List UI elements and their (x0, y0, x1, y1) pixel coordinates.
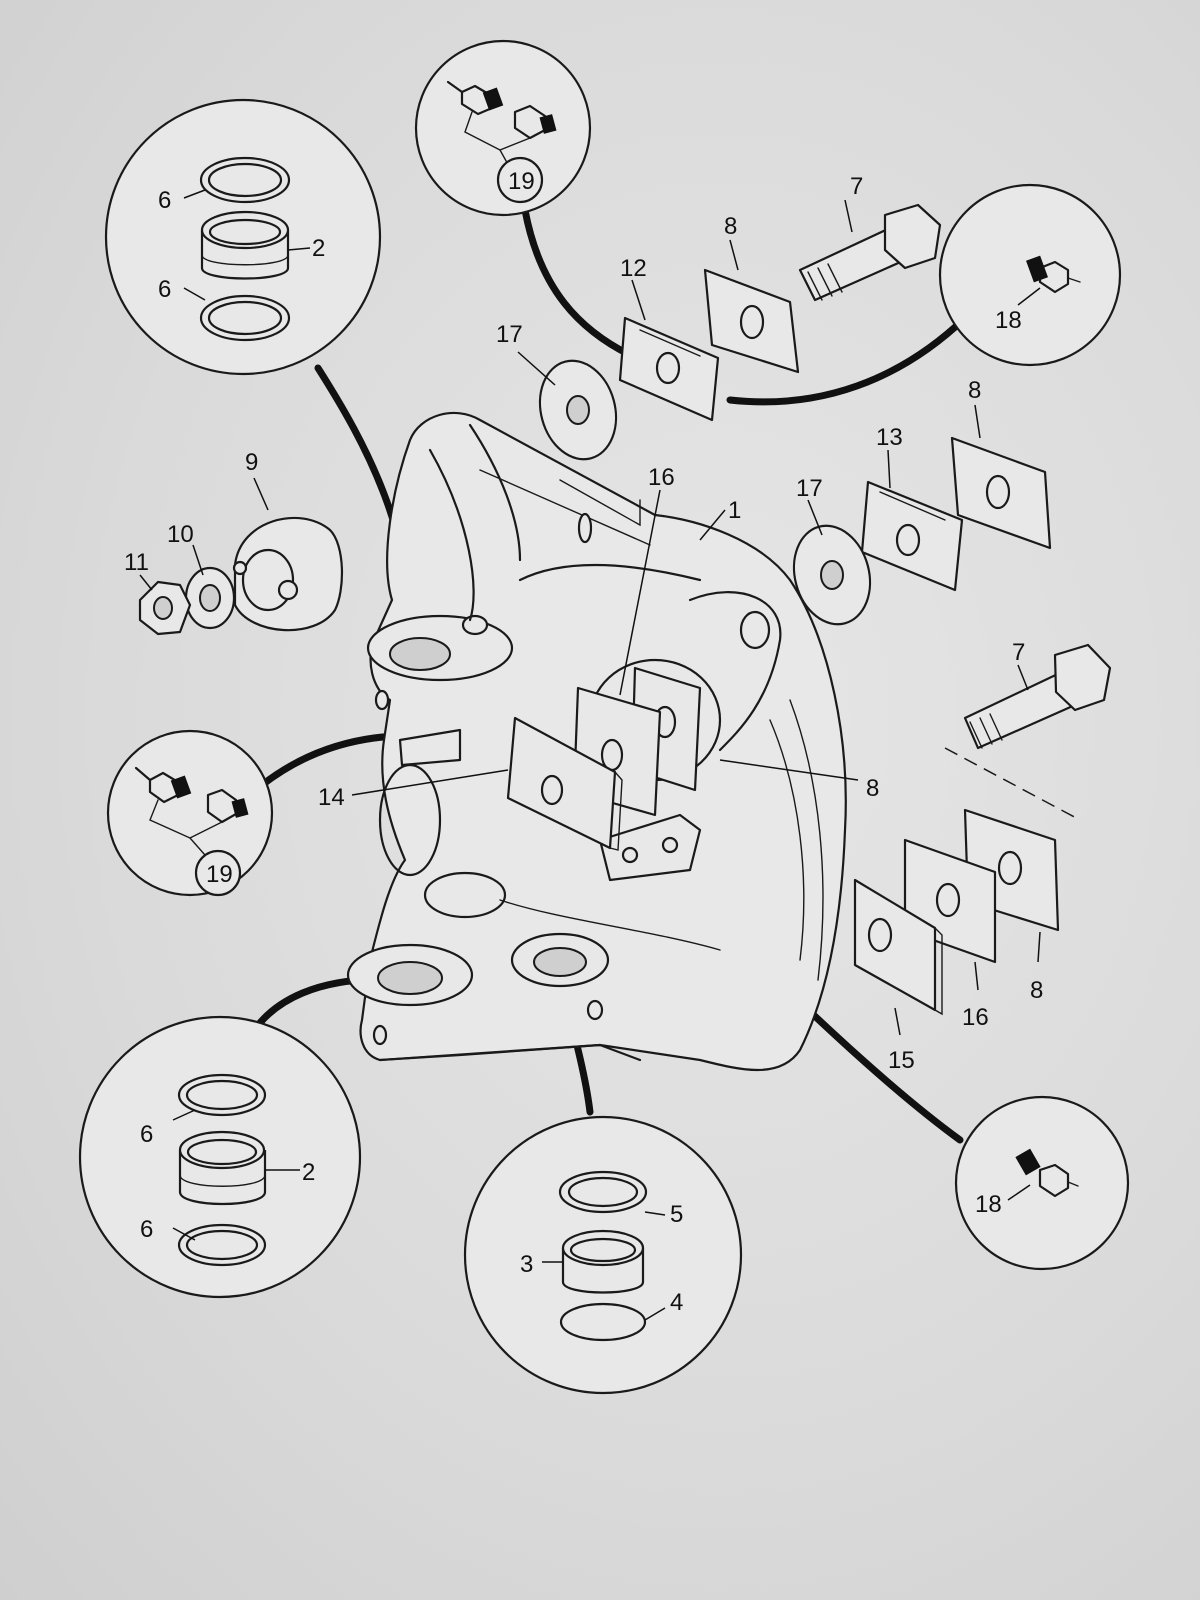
right-face-line2 (789, 699, 824, 981)
label-6: 6 (158, 276, 171, 303)
detail-circle-bottom-18 (954, 1095, 1130, 1271)
ring-6-upper (199, 156, 291, 204)
front-lug-hole2 (661, 836, 679, 854)
floating-parts-left (138, 516, 343, 636)
right-face-line (769, 719, 805, 961)
label-16: 16 (648, 464, 675, 491)
lower-right-hole (586, 999, 604, 1021)
label-4: 4 (670, 1289, 683, 1316)
plate-14-inner-hole (540, 774, 564, 806)
left-block (398, 728, 462, 767)
upper-small-hole (461, 614, 489, 636)
lower-rib (499, 899, 721, 951)
label-9: 9 (245, 449, 258, 476)
callout-line-top-19 (521, 206, 634, 359)
right-lobe-hole (739, 610, 771, 650)
label-17: 17 (496, 321, 523, 348)
detail-circle-top-19 (414, 39, 592, 217)
label-8: 8 (866, 775, 879, 802)
plate-14-edge (609, 771, 623, 851)
part-labels: 6 2 6 19 7 8 12 18 17 8 13 17 16 1 9 10 … (124, 168, 1043, 1316)
label-6: 6 (140, 1121, 153, 1148)
floating-parts-top (538, 203, 942, 461)
lower-rear-boss (423, 871, 507, 919)
label-7: 7 (1012, 639, 1025, 666)
left-side-hole (374, 689, 390, 711)
detail-circle-top-left (104, 98, 382, 376)
ring-6-lower (199, 294, 291, 342)
label-12: 12 (620, 255, 647, 282)
label-7: 7 (850, 173, 863, 200)
front-lug (598, 813, 702, 882)
top-arm-rib2 (559, 479, 641, 527)
label-13: 13 (876, 424, 903, 451)
label-10: 10 (167, 521, 194, 548)
detail-circle-top-18 (938, 183, 1122, 367)
label-2: 2 (312, 235, 325, 262)
lower-mid-bore (533, 947, 587, 977)
callout-line-top-18 (726, 314, 969, 406)
label-3: 3 (520, 1251, 533, 1278)
label-1: 1 (728, 497, 741, 524)
label-14: 14 (318, 784, 345, 811)
lower-left-bore (377, 961, 443, 995)
bolt-7-right-head (1053, 643, 1112, 712)
bolt-axis-dash (944, 747, 1081, 821)
top-arm-edge2 (468, 423, 522, 562)
ring-6-upper-inner (207, 162, 283, 198)
top-arm-edge (428, 448, 475, 622)
upper-bore (389, 637, 451, 671)
floating-parts-right (792, 436, 1112, 1016)
balloon-19-mid (194, 849, 242, 897)
label-2: 2 (302, 1159, 315, 1186)
lower-side-hole (372, 1024, 388, 1046)
label-18: 18 (995, 307, 1022, 334)
detail-circle-bottom-mid (463, 1115, 743, 1395)
right-lobe (688, 591, 782, 752)
label-8: 8 (1030, 977, 1043, 1004)
front-lug-hole (621, 846, 639, 864)
bolt-7-top-head (883, 203, 942, 270)
balloon-19-top (496, 156, 544, 204)
upper-inner-curve (518, 563, 702, 582)
arm-slot (577, 512, 593, 544)
inserted-plates (506, 666, 702, 851)
top-arm-rib (479, 469, 651, 546)
label-6: 6 (140, 1216, 153, 1243)
label-15: 15 (888, 1047, 915, 1074)
label-11: 11 (124, 549, 149, 576)
leader-lines (139, 189, 1041, 1321)
lower-body-edge (378, 1043, 642, 1062)
label-6: 6 (158, 187, 171, 214)
cap-9 (233, 516, 343, 632)
label-8: 8 (968, 377, 981, 404)
label-18: 18 (975, 1191, 1002, 1218)
disc-4 (559, 1302, 647, 1342)
label-5: 5 (670, 1201, 683, 1228)
label-8: 8 (724, 213, 737, 240)
detail-circle-mid-19 (106, 729, 274, 897)
label-19: 19 (206, 861, 233, 888)
label-17: 17 (796, 475, 823, 502)
label-19: 19 (508, 168, 535, 195)
label-16: 16 (962, 1004, 989, 1031)
detail-circle-bottom-left (78, 1015, 362, 1299)
